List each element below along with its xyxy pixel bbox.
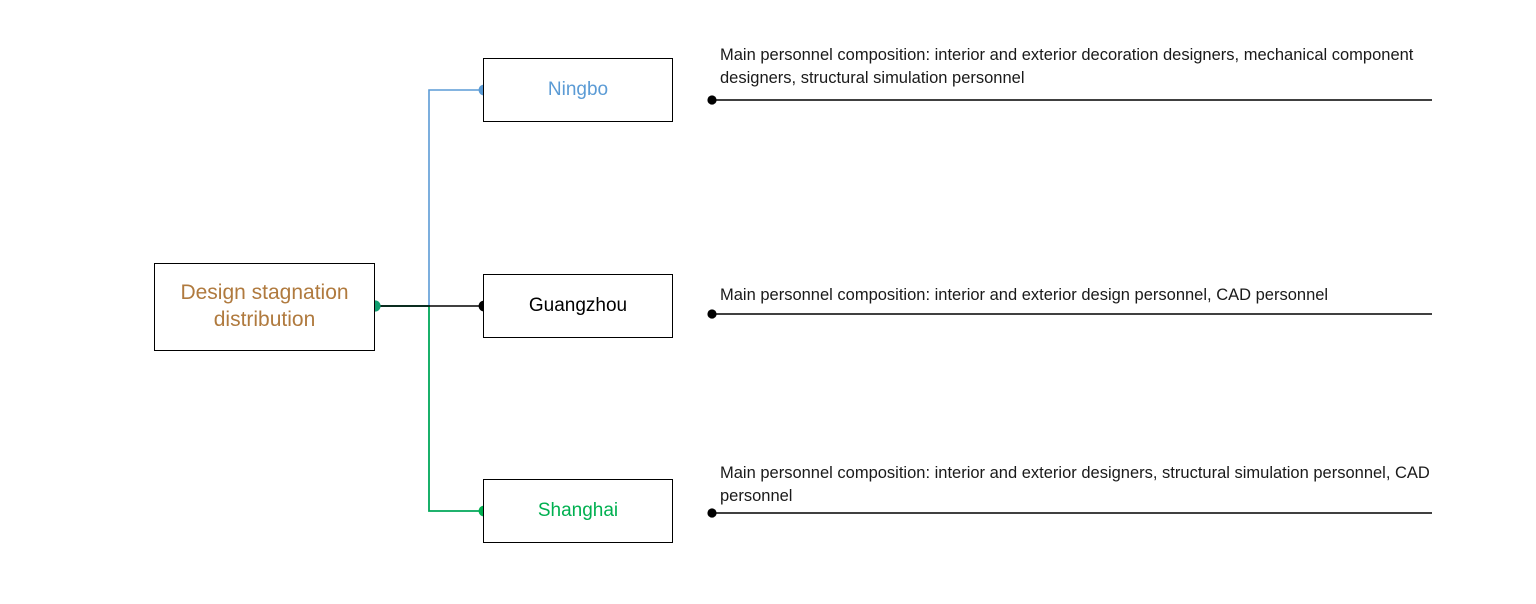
node-root-label: Design stagnation distribution [180,281,349,331]
annotation-dot-shanghai [707,508,717,518]
node-shanghai-label: Shanghai [537,499,619,521]
node-ningbo[interactable]: Ningbo [483,58,673,122]
node-guangzhou-label: Guangzhou [528,294,628,316]
node-design-stagnation-distribution[interactable]: Design stagnation distribution [154,263,375,351]
annotation-guangzhou: Main personnel composition: interior and… [720,286,1329,304]
node-ningbo-label: Ningbo [547,78,609,100]
annotation-dot-guangzhou [707,309,717,319]
node-shanghai[interactable]: Shanghai [483,479,673,543]
annotation-ningbo: Main personnel composition: interior and… [720,46,1414,88]
connector-ningbo [375,89,484,307]
annotation-dot-ningbo [707,95,717,105]
connector-shanghai [375,305,484,512]
annotation-shanghai: Main personnel composition: interior and… [720,464,1430,506]
node-guangzhou[interactable]: Guangzhou [483,274,673,338]
